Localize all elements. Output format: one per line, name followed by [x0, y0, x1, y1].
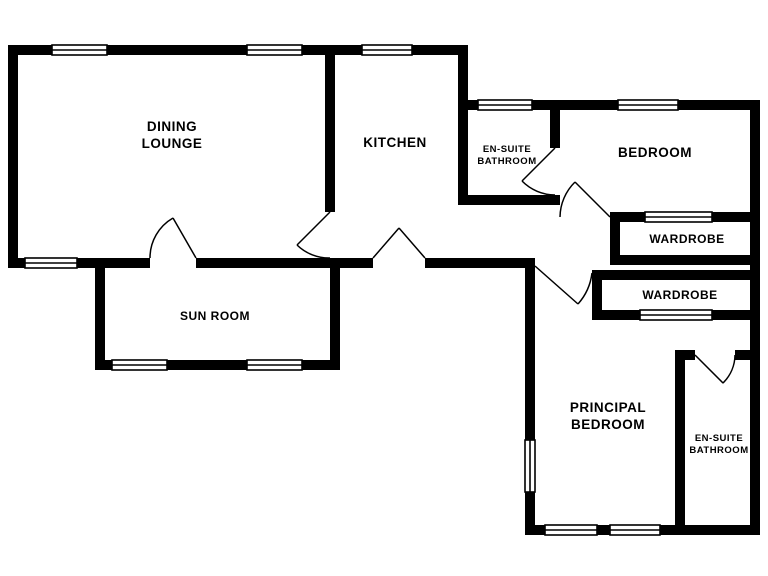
wall-sunroom-bottom	[95, 360, 340, 370]
ensuite-top-label-line2: BATHROOM	[477, 156, 536, 167]
window-dining-top-right	[246, 44, 303, 56]
door-bedroom	[559, 181, 611, 218]
wall-kitchen-right	[458, 45, 468, 205]
wall-ensuite-bottom-left	[675, 350, 685, 535]
window-ensuite-top	[477, 99, 533, 111]
wall-dining-bottom-left	[8, 258, 150, 268]
wall-principal-west	[525, 258, 535, 535]
door-dining-sunroom	[149, 217, 197, 259]
wall-left-main	[8, 45, 18, 268]
window-sunroom-left	[111, 359, 168, 371]
dining-lounge-label-line2: LOUNGE	[142, 136, 203, 151]
wardrobe-top-label: WARDROBE	[649, 232, 724, 246]
wardrobe-bottom-label: WARDROBE	[642, 288, 717, 302]
room-labels: DINING LOUNGE KITCHEN EN-SUITE BATHROOM …	[142, 119, 749, 456]
sun-room-label: SUN ROOM	[180, 309, 250, 323]
wall-dining-kitchen-divider	[325, 45, 335, 212]
sliding-door-wardrobe2	[639, 309, 713, 321]
wall-wardrobe2-top	[592, 270, 760, 280]
door-kitchen-french-doors	[372, 227, 426, 259]
wall-wardrobe1-bottom	[610, 255, 760, 265]
window-sunroom-right	[246, 359, 303, 371]
principal-bedroom-label-line1: PRINCIPAL	[570, 400, 646, 415]
wall-top-main	[8, 45, 468, 55]
window-kitchen-top	[361, 44, 413, 56]
wall-sunroom-left	[95, 258, 105, 370]
windows	[24, 44, 713, 536]
dining-lounge-label-line1: DINING	[147, 119, 197, 134]
wall-sunroom-right	[330, 258, 340, 370]
bedroom-label: BEDROOM	[618, 145, 692, 160]
window-bedroom-top	[617, 99, 679, 111]
window-dining-bottom	[24, 257, 78, 269]
ensuite-bottom-label-line2: BATHROOM	[689, 445, 748, 456]
wall-ensuite-top-right	[550, 110, 560, 148]
door-dining-kitchen	[296, 211, 331, 259]
wall-ensuite-top-bottom	[458, 195, 560, 205]
wall-hallway-south	[425, 258, 535, 268]
door-ensuite-top	[521, 147, 556, 196]
ensuite-top-label-line1: EN-SUITE	[483, 144, 531, 155]
wall-wardrobe2-left	[592, 270, 602, 320]
principal-bedroom-label-line2: BEDROOM	[571, 417, 645, 432]
door-ensuite-bottom	[694, 354, 736, 384]
window-principal-bottom-left	[544, 524, 598, 536]
wall-ensuite-bottom-top-a	[680, 350, 695, 360]
doors	[149, 147, 736, 384]
wall-kitchen-bottom	[335, 258, 373, 268]
ensuite-bottom-label-line1: EN-SUITE	[695, 433, 743, 444]
wall-dining-bottom-right	[196, 258, 330, 268]
wall-wardrobe1-left	[610, 212, 620, 265]
window-principal-west	[524, 439, 536, 493]
wall-ensuite-bottom-top-b	[735, 350, 760, 360]
wall-top-right-block	[458, 100, 760, 110]
window-dining-top-left	[51, 44, 108, 56]
sliding-door-wardrobe1	[644, 211, 713, 223]
kitchen-label: KITCHEN	[363, 135, 427, 150]
door-principal-bedroom	[534, 265, 593, 305]
window-principal-bottom-right	[609, 524, 661, 536]
